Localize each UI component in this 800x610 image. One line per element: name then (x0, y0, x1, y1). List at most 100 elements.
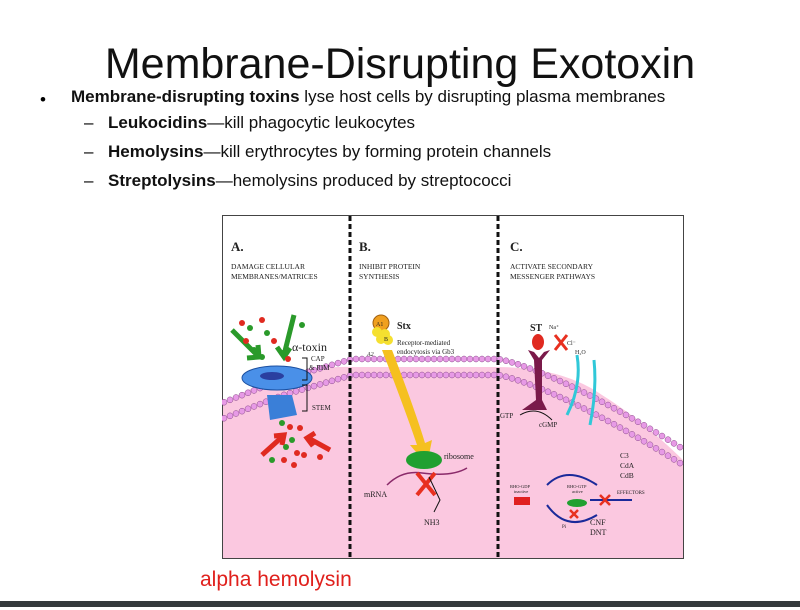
endocytosis-arrow (382, 350, 432, 465)
phospholipid-head (304, 384, 312, 392)
phospholipid-head (562, 396, 570, 404)
bullet-icon: • (40, 90, 46, 109)
ion-dot (271, 338, 277, 344)
phospholipid-head (250, 403, 258, 410)
ion-dot (297, 425, 303, 431)
phospholipid-head (550, 375, 558, 382)
mrna-strand (386, 467, 468, 486)
ion-dot (277, 434, 283, 440)
ion-dot (259, 354, 265, 360)
phospholipid-head (658, 448, 666, 456)
phospholipid-head (574, 402, 582, 409)
phospholipid-head (598, 398, 606, 406)
phospholipid-head (406, 355, 414, 363)
phospholipid-head (454, 371, 462, 379)
ion-dot (251, 347, 257, 353)
phospholipid-head (604, 417, 612, 425)
phospholipid-head (412, 355, 420, 363)
st-toxin-icon (532, 334, 544, 350)
phospholipid-head (364, 371, 372, 379)
ion-dot (287, 424, 293, 430)
ion-dot (243, 338, 249, 344)
dash-icon: – (84, 113, 94, 132)
ion-dot (259, 317, 265, 323)
bullet-bold: Leukocidins (108, 113, 208, 132)
phospholipid-head (610, 421, 618, 428)
phospholipid-head (232, 410, 240, 417)
phospholipid-head (454, 355, 462, 363)
phospholipid-head (382, 371, 390, 379)
ribosome-label: ribosome (444, 452, 474, 461)
phospholipid-head (448, 371, 456, 379)
phospholipid-head (256, 400, 264, 408)
phospholipid-head (616, 424, 624, 431)
a2-label: A2 (366, 352, 374, 358)
phospholipid-head (520, 379, 528, 386)
phospholipid-head (226, 412, 234, 420)
cdb-label: CdB (620, 471, 634, 480)
panel-c-heading: ACTIVATE SECONDARY (510, 262, 594, 271)
cnf-label: CNF (590, 518, 606, 527)
panel-a-heading: DAMAGE CELLULAR (231, 262, 305, 271)
phospholipid-head (442, 371, 450, 379)
panel-c-heading: MESSENGER PATHWAYS (510, 272, 595, 281)
phospholipid-head (244, 389, 252, 397)
phospholipid-head (628, 431, 636, 438)
phospholipid-head (556, 377, 564, 385)
phospholipid-head (352, 355, 360, 363)
rim-label: & RIM (309, 364, 330, 372)
bullet-bold: Membrane-disrupting toxins (71, 87, 300, 106)
conversion-arrow (519, 410, 553, 421)
ion-dot (281, 457, 287, 463)
rho-active-icon (567, 499, 587, 507)
panel-b-heading: INHIBIT PROTEIN (359, 262, 421, 271)
phospholipid-head (610, 405, 618, 412)
slide-title: Membrane-Disrupting Exotoxin (104, 40, 696, 88)
phospholipid-head (244, 405, 252, 413)
phospholipid-head (328, 377, 336, 385)
ion-dot (291, 462, 297, 468)
phospholipid-head (586, 392, 594, 399)
panel-b-heading: SYNTHESIS (359, 272, 399, 281)
phospholipid-head (418, 371, 426, 379)
block-x-icon (415, 471, 437, 497)
phospholipid-head (490, 371, 498, 379)
phospholipid-head (526, 365, 534, 372)
ion-flow-arrow (565, 354, 597, 426)
pi-label: Pi (562, 525, 567, 530)
subbullet-hemolysins: Hemolysins—kill erythrocytes by forming … (108, 142, 551, 162)
receptor-text: Receptor-mediated (397, 339, 451, 347)
phospholipid-head (322, 379, 330, 386)
phospholipid-head (514, 377, 522, 384)
phospholipid-head (514, 361, 522, 368)
phospholipid-head (670, 440, 678, 447)
phospholipid-head (466, 355, 474, 363)
phospholipid-head (406, 371, 414, 379)
phospholipid-head (448, 355, 456, 363)
cda-label: CdA (620, 461, 635, 470)
panel-c-letter: C. (510, 239, 523, 254)
block-x-icon (553, 334, 569, 351)
phospholipid-head (310, 366, 318, 374)
phospholipid-head (616, 408, 624, 415)
arrow-icon (274, 314, 297, 362)
phospholipid-head (556, 393, 564, 401)
cl-label: Cl⁻ (567, 341, 576, 347)
phospholipid-head (634, 434, 642, 442)
phospholipid-head (478, 355, 486, 363)
phospholipid-head (460, 355, 468, 363)
panel-a-letter: A. (231, 239, 244, 254)
phospholipid-head (400, 355, 408, 363)
slide-caption: alpha hemolysin (200, 568, 352, 591)
st-label: ST (530, 323, 543, 334)
active-label: active (572, 489, 583, 494)
ion-dot (299, 322, 305, 328)
block-x-icon (569, 494, 611, 519)
ribosome-icon (406, 451, 442, 469)
phospholipid-head (340, 374, 348, 381)
rho-inactive-icon (514, 497, 530, 505)
phospholipid-head (250, 387, 258, 394)
bullet-text: lyse host cells by disrupting plasma mem… (299, 87, 666, 106)
phospholipid-head (376, 371, 384, 379)
subbullet-leukocidins: Leukocidins—kill phagocytic leukocytes (108, 113, 415, 133)
